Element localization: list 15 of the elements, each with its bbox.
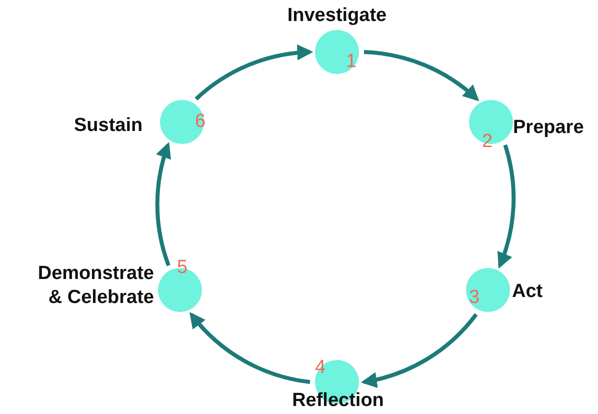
stage-label: Demonstrate & Celebrate xyxy=(36,262,154,310)
step-number: 4 xyxy=(315,358,326,378)
curved-arrow xyxy=(194,45,314,101)
stage-label: Investigate xyxy=(286,4,388,28)
curved-arrow xyxy=(360,313,478,388)
curved-arrow xyxy=(155,142,172,266)
curved-arrow xyxy=(496,144,516,269)
stage-label: Act xyxy=(512,280,544,304)
step-number: 3 xyxy=(469,288,480,308)
curved-arrow xyxy=(364,50,480,102)
stage-label: Sustain xyxy=(74,114,144,138)
stage-label: Reflection xyxy=(291,389,385,413)
curved-arrow xyxy=(189,312,310,384)
step-number: 1 xyxy=(346,52,357,72)
stage-label: Prepare xyxy=(513,116,585,140)
